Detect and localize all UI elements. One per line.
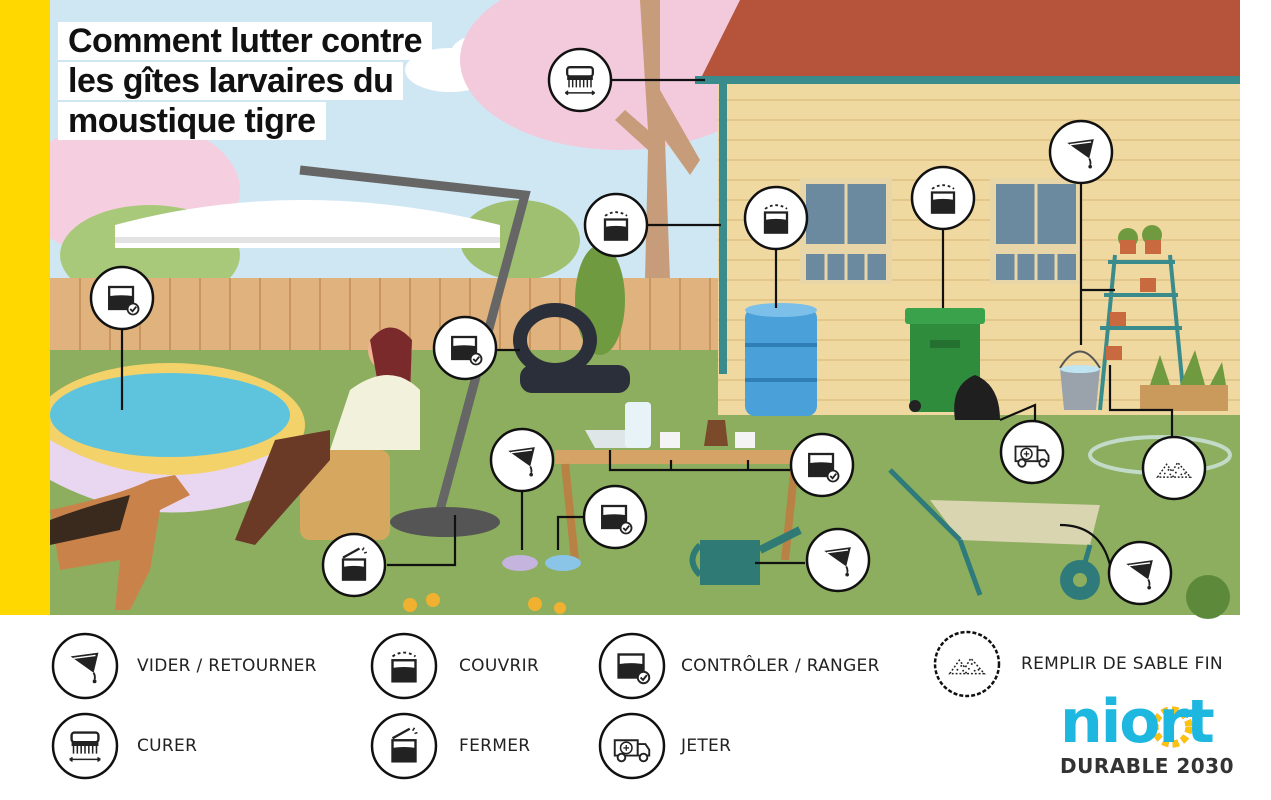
niort-durable-logo: niort DURABLE 2030 <box>1060 692 1250 778</box>
legend-label-couvrir: COUVRIR <box>459 656 540 676</box>
legend-icon-jeter-icon <box>598 712 666 780</box>
legend-icon-curer-icon <box>51 712 119 780</box>
title-line-1: Comment lutter contre <box>58 22 433 60</box>
legend-label-vider: VIDER / RETOURNER <box>137 656 317 676</box>
brand-o-rainbow <box>1151 706 1193 748</box>
legend-icon-couvrir-icon <box>370 632 438 700</box>
brand-subtitle: DURABLE 2030 <box>1060 754 1234 778</box>
legend-label-sable: REMPLIR DE SABLE FIN <box>1021 654 1223 674</box>
brand-name: niort <box>1060 687 1215 757</box>
title-line-2: les gîtes larvaires du <box>58 62 404 100</box>
legend-label-jeter: JETER <box>681 736 732 756</box>
legend-icon-fermer-icon <box>370 712 438 780</box>
legend-label-controler: CONTRÔLER / RANGER <box>681 656 880 676</box>
legend-icon-sable-icon <box>933 630 1001 698</box>
legend-label-fermer: FERMER <box>459 736 531 756</box>
legend-label-curer: CURER <box>137 736 198 756</box>
title-line-3: moustique tigre <box>58 102 326 140</box>
legend-icon-vider-icon <box>51 632 119 700</box>
legend-icon-controler-icon <box>598 632 666 700</box>
scene-badges <box>89 47 1207 606</box>
